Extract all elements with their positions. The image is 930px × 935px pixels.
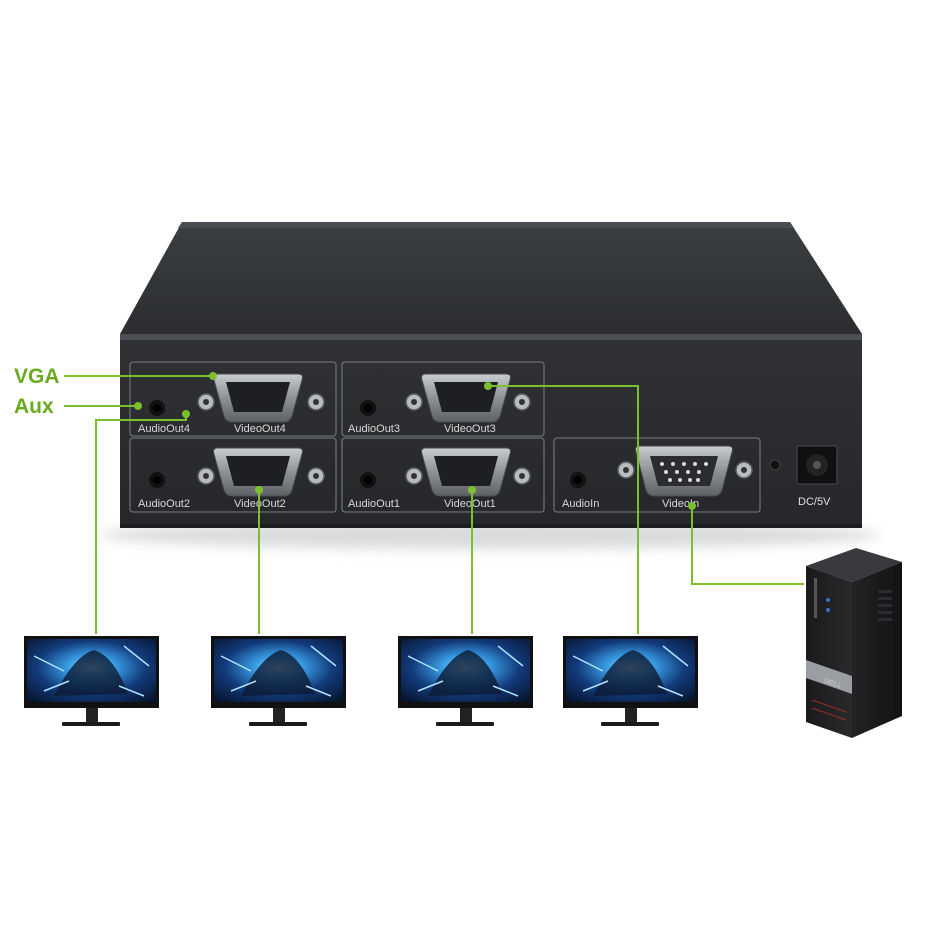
device-top-edge: [178, 222, 794, 228]
dot-vga: [209, 372, 217, 380]
label-audio-in: AudioIn: [562, 498, 599, 510]
pc-side-vents: [878, 590, 892, 621]
pc-brand-band: [806, 660, 852, 694]
dot-video2: [255, 486, 263, 494]
monitor-neck: [625, 708, 637, 722]
label-video-out1: VideoOut1: [444, 498, 496, 510]
dot-aux: [134, 402, 142, 410]
vga-port-out2: [197, 447, 325, 497]
splitter-device: AudioOut4 VideoOut4 AudioOut3 VideoOut3 …: [120, 222, 862, 528]
device-front-face: [120, 340, 862, 528]
screen-figure: [428, 650, 502, 696]
monitor-base: [601, 722, 659, 726]
monitor-base: [62, 722, 120, 726]
connector-lines: [64, 375, 804, 634]
port-panel-input: [553, 437, 761, 513]
monitor-neck: [460, 708, 472, 722]
label-audio-out1: AudioOut1: [348, 498, 400, 510]
pc-top: [806, 548, 902, 582]
screen-lightning: [407, 645, 524, 697]
monitor4-cable: [488, 385, 639, 634]
vga-port-out4: [197, 373, 325, 423]
device-top-face: [120, 222, 862, 334]
legend-vga-label: VGA: [14, 365, 60, 388]
dot-audio4: [182, 410, 190, 418]
label-video-out3: VideoOut3: [444, 423, 496, 435]
monitor-neck: [86, 708, 98, 722]
dot-video3: [484, 382, 492, 390]
monitor-base: [436, 722, 494, 726]
audio-jack-out2: [149, 472, 165, 488]
audio-jack-out1: [360, 472, 376, 488]
audio-jack-in: [570, 472, 586, 488]
pc-front-accent: [811, 699, 847, 721]
pc-side: [852, 562, 902, 738]
screen-lightning: [33, 645, 150, 697]
desktop-pc: DELL: [806, 548, 902, 738]
pc-usb-port-2: [826, 608, 830, 612]
audio-jack-out3: [360, 400, 376, 416]
screen-figure: [593, 650, 667, 696]
screen-figure: [241, 650, 315, 696]
pc-front: [806, 566, 852, 738]
vga-port-in: [617, 445, 753, 497]
screen-figure: [54, 650, 128, 696]
dot-videoin: [688, 502, 696, 510]
label-audio-out3: AudioOut3: [348, 423, 400, 435]
label-video-out4: VideoOut4: [234, 423, 286, 435]
device-bottom-edge: [120, 524, 862, 528]
dot-video1: [468, 486, 476, 494]
device-front-lip: [120, 334, 862, 340]
dc-power-jack: [796, 445, 838, 485]
label-dc: DC/5V: [798, 496, 831, 508]
monitor-1: [24, 636, 159, 726]
monitor-3: [398, 636, 533, 726]
connector-dots: [134, 372, 696, 510]
monitor-base: [249, 722, 307, 726]
legend-aux-label: Aux: [14, 395, 54, 418]
power-led: [769, 459, 781, 471]
screen-lightning: [220, 645, 337, 697]
monitor-2: [211, 636, 346, 726]
port-panel-4: [129, 361, 337, 437]
label-audio-out2: AudioOut2: [138, 498, 190, 510]
pc-cable: [691, 506, 804, 585]
screen-lightning: [572, 645, 689, 697]
label-audio-out4: AudioOut4: [138, 423, 190, 435]
port-panel-2: [129, 437, 337, 513]
pc-usb-port-1: [826, 598, 830, 602]
port-panel-1: [341, 437, 545, 513]
vga-port-out1: [405, 447, 531, 497]
monitor-neck: [273, 708, 285, 722]
audio-jack-out4: [149, 400, 165, 416]
pc-drive-slot: [814, 578, 817, 618]
port-panel-3: [341, 361, 545, 437]
monitor-4: [563, 636, 698, 726]
